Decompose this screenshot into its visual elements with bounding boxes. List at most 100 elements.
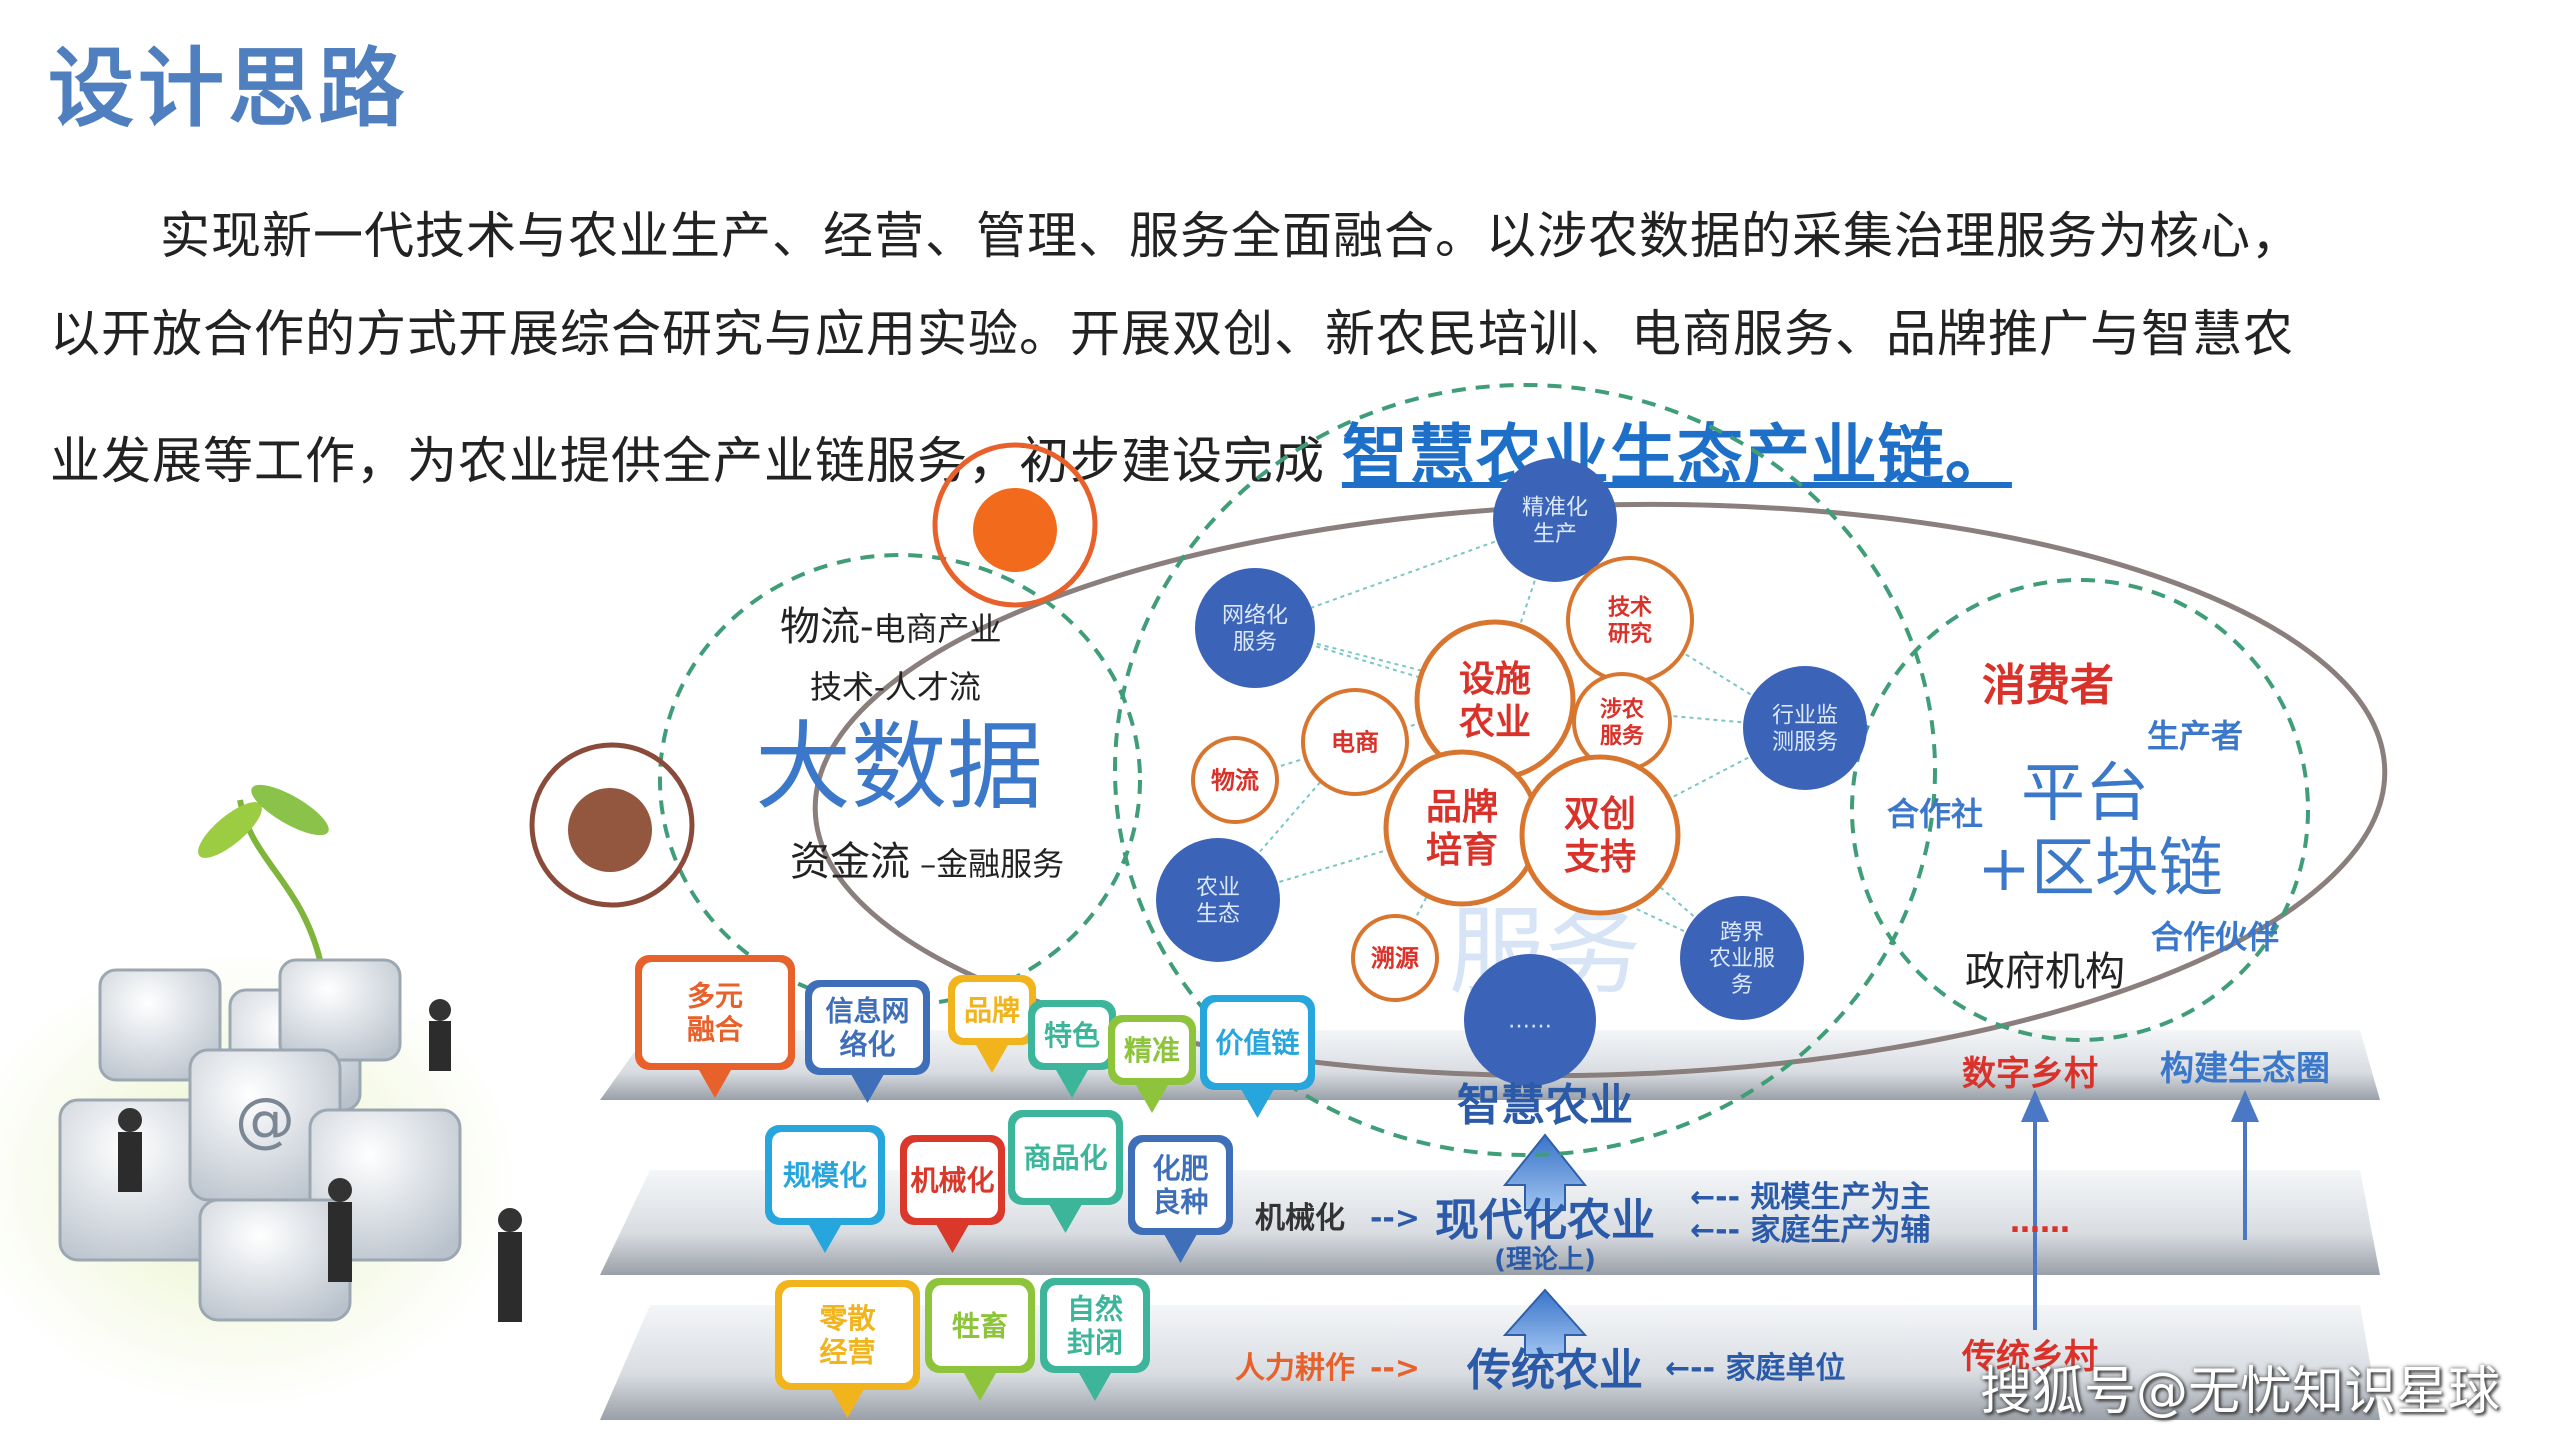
right-arrow-icon: --> bbox=[1370, 1351, 1420, 1386]
eco-label: 构建生态圈 bbox=[2160, 1049, 2330, 1089]
service-node-blue-label: 网络化服务 bbox=[1222, 604, 1288, 655]
leaf-icon bbox=[251, 784, 329, 836]
service-node-orange bbox=[1191, 736, 1279, 824]
brown-marker-ring bbox=[529, 742, 695, 908]
consumer-label: 消费者 bbox=[1982, 660, 2114, 711]
service-node-blue bbox=[1156, 838, 1280, 962]
tag-label: 规模化 bbox=[783, 1159, 867, 1192]
service-node-blue-label: 农业生态 bbox=[1196, 876, 1240, 927]
service-node-orange-label: 品牌培育 bbox=[1426, 787, 1498, 871]
service-node-blue bbox=[1493, 458, 1617, 582]
service-node-blue-label: 行业监测服务 bbox=[1772, 704, 1838, 755]
service-node-orange bbox=[1351, 914, 1439, 1002]
right-arrow-icon: --> bbox=[1370, 1201, 1420, 1236]
coop-label: 合作社 bbox=[1887, 795, 1983, 833]
intro-line-2: 以开放合作的方式开展综合研究与应用实验。开展双创、新农民培训、电商服务、品牌推广… bbox=[50, 305, 2294, 363]
intro-line-3-text: 业发展等工作，为农业提供全产业链服务，初步建设完成 bbox=[50, 432, 1325, 490]
tag-bubble: 机械化 bbox=[900, 1135, 1005, 1253]
producer-label: 生产者 bbox=[2147, 717, 2243, 755]
up-arrow-icon bbox=[1502, 1133, 1588, 1356]
modern-agri-sub: (理论上) bbox=[1494, 1245, 1596, 1275]
digital-village-label: 数字乡村 bbox=[1962, 1054, 2098, 1094]
trad-village-label: 传统乡村 bbox=[1961, 1337, 2098, 1377]
gov-label: 政府机构 bbox=[1965, 949, 2125, 995]
bigdata-logistics: 物流-电商产业 bbox=[780, 604, 1002, 650]
tag-bubble: 牲畜 bbox=[925, 1278, 1035, 1401]
tag-label: 零散经营 bbox=[819, 1302, 875, 1369]
services-circle bbox=[1113, 383, 1937, 1157]
tags: 多元融合 信息网络化 品牌特色精准 价值链规模化 机械化商品化 化肥良种零散经营 牲畜 自然封… bbox=[635, 955, 1315, 1418]
tag-label: 牲畜 bbox=[952, 1309, 1008, 1342]
tag-bubble: 信息网络化 bbox=[805, 980, 930, 1103]
platform-circle bbox=[1850, 578, 2310, 1042]
bigdata-talent: 技术-人才流 bbox=[810, 668, 981, 706]
tag-bubble: 自然封闭 bbox=[1040, 1278, 1150, 1401]
tag-bubble: 精准 bbox=[1108, 1015, 1196, 1113]
service-node-blue-label: 精准化生产 bbox=[1522, 496, 1588, 547]
highlight-text: 智慧农业生态产业链。 bbox=[1341, 417, 2012, 494]
manual-farming-label: 人力耕作 bbox=[1235, 1351, 1355, 1386]
tag-label: 化肥良种 bbox=[1152, 1152, 1208, 1219]
service-node-blue bbox=[1195, 568, 1315, 688]
service-node-orange bbox=[1301, 688, 1409, 796]
service-node-orange-label: 双创支持 bbox=[1564, 794, 1636, 878]
mechanization-label: 机械化 bbox=[1255, 1201, 1345, 1236]
smart-agri-label: 智慧农业 bbox=[1457, 1080, 1633, 1131]
person-icon bbox=[118, 999, 522, 1322]
service-node-orange-label: 技术研究 bbox=[1608, 596, 1652, 647]
service-node-blue bbox=[1680, 896, 1804, 1020]
service-node-orange-label: 涉农服务 bbox=[1600, 697, 1645, 749]
brown-marker-dot bbox=[568, 788, 652, 872]
service-node-orange-label: 溯源 bbox=[1371, 944, 1419, 972]
tag-bubble: 品牌 bbox=[948, 975, 1036, 1073]
tag-label: 品牌 bbox=[964, 994, 1020, 1027]
orange-marker-dot bbox=[973, 488, 1057, 572]
tag-label: 商品化 bbox=[1023, 1141, 1107, 1174]
service-node-blue bbox=[1464, 954, 1596, 1086]
service-node-blue-label: 跨界农业服务 bbox=[1709, 920, 1775, 998]
tag-bubble: 规模化 bbox=[765, 1125, 885, 1253]
orange-marker-ring bbox=[932, 442, 1098, 608]
tag-bubble: 化肥良种 bbox=[1128, 1135, 1233, 1263]
tag-label: 多元融合 bbox=[687, 980, 744, 1047]
trad-agri-label: 传统农业 bbox=[1466, 1345, 1643, 1396]
tag-label: 信息网络化 bbox=[825, 995, 909, 1062]
watermark: 搜狐号@无忧知识星球 bbox=[1979, 1362, 2500, 1422]
tag-label: 自然封闭 bbox=[1067, 1293, 1123, 1360]
tag-label: 精准 bbox=[1124, 1034, 1180, 1067]
mid-right-1: ←-- 规模生产为主 bbox=[1690, 1180, 1930, 1215]
leaf-icon bbox=[198, 802, 262, 858]
svg-text:@: @ bbox=[235, 1085, 295, 1155]
bigdata-capital: 资金流 –金融服务 bbox=[790, 839, 1064, 885]
modern-agri-label: 现代化农业 bbox=[1435, 1195, 1655, 1246]
tag-bubble: 商品化 bbox=[1008, 1110, 1123, 1233]
service-node-blue bbox=[1743, 666, 1867, 790]
bigdata-main: 大数据 bbox=[755, 711, 1043, 823]
service-node-orange-label: 物流 bbox=[1211, 766, 1259, 794]
ellipsis-label: …… bbox=[2010, 1205, 2070, 1240]
thin-up-arrow-icon bbox=[2020, 1090, 2260, 1330]
service-node-orange bbox=[1519, 754, 1681, 916]
bot-right-label: ←-- 家庭单位 bbox=[1665, 1351, 1845, 1386]
tag-label: 特色 bbox=[1044, 1019, 1100, 1052]
service-node-orange-label: 电商 bbox=[1331, 728, 1379, 756]
mid-right-2: ←-- 家庭生产为辅 bbox=[1690, 1213, 1930, 1248]
tag-bubble: 多元融合 bbox=[635, 955, 795, 1098]
tag-bubble: 价值链 bbox=[1200, 995, 1315, 1118]
intro-line-3: 业发展等工作，为农业提供全产业链服务，初步建设完成 智慧农业生态产业链。 bbox=[50, 402, 2012, 498]
tag-bubble: 零散经营 bbox=[775, 1280, 920, 1418]
blockchain-main: +区块链 bbox=[1977, 832, 2223, 906]
platform-main: 平台 bbox=[2021, 757, 2149, 831]
partner-label: 合作伙伴 bbox=[2151, 918, 2279, 956]
tag-bubble: 特色 bbox=[1028, 1000, 1116, 1098]
tag-label: 价值链 bbox=[1215, 1026, 1299, 1059]
service-node-blue-label: …… bbox=[1508, 1009, 1552, 1034]
decor-scene: @ bbox=[0, 784, 522, 1410]
service-node-orange bbox=[1383, 749, 1541, 907]
service-node-orange-label: 设施农业 bbox=[1459, 659, 1531, 743]
intro-line-1: 实现新一代技术与农业生产、经营、管理、服务全面融合。以涉农数据的采集治理服务为核… bbox=[160, 207, 2302, 265]
tag-label: 机械化 bbox=[910, 1164, 994, 1197]
page-title: 设计思路 bbox=[48, 39, 408, 139]
